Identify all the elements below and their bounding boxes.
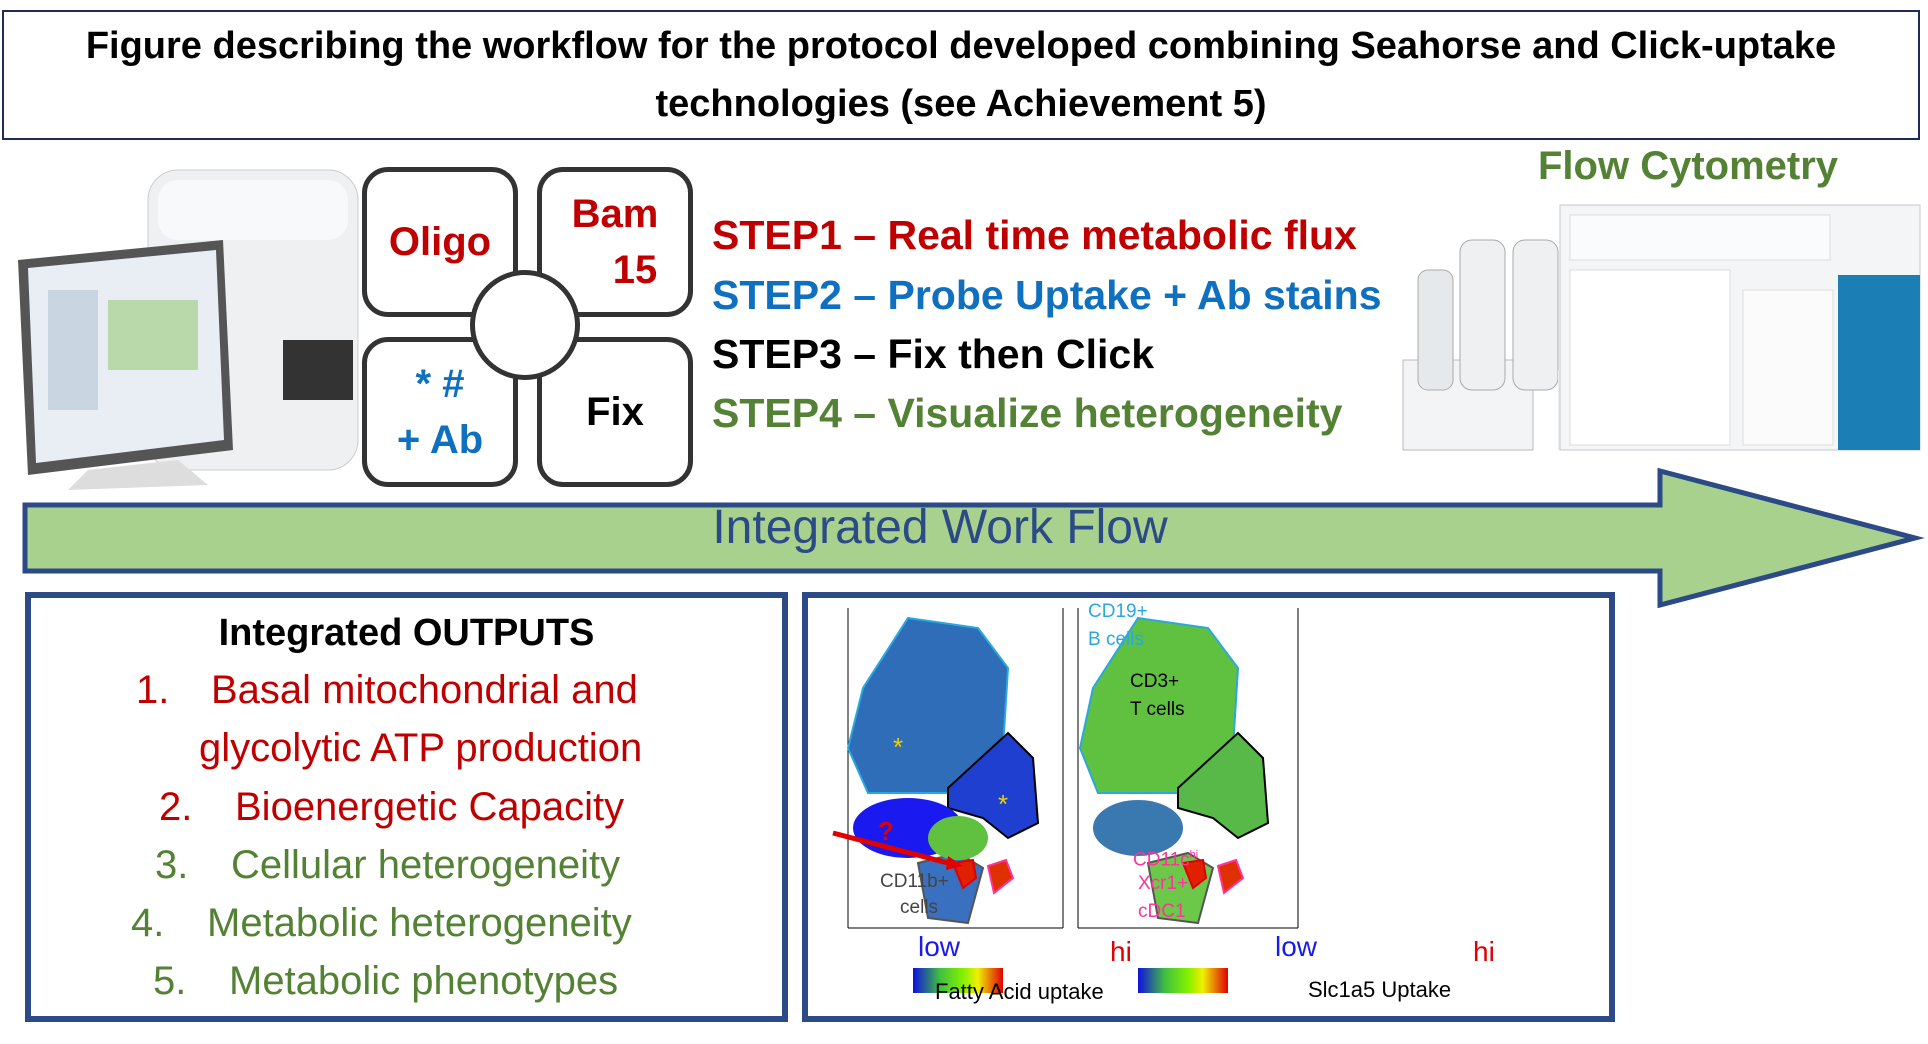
left-hi-label: hi [1110,936,1132,967]
label-xcr1: Xcr1+ [1138,873,1189,894]
right-colorbar [1138,968,1228,993]
figure-title: Figure describing the workflow for the p… [2,10,1920,140]
assay-plate-diagram: Oligo Bam 15 * # + Ab Fix [360,165,695,490]
quad-probe-line1: * # [415,362,465,406]
outputs-heading: Integrated OUTPUTS [218,612,595,654]
svg-text:*: * [893,732,903,762]
output-5-num: 5. [153,959,187,1003]
output-3-label: Cellular heterogeneity [231,843,621,887]
output-4-label: Metabolic heterogeneity [207,901,632,945]
quad-bam15: Bam 15 [537,167,693,317]
label-cd3: CD3+ [1130,671,1180,692]
quad-oligo: Oligo [362,167,518,317]
label-bcells: B cells [1088,629,1144,650]
integrated-outputs-panel: Integrated OUTPUTS 1. Basal mitochondria… [25,592,788,1022]
left-caption: Fatty Acid uptake [935,979,1104,1004]
quad-bam15-line1: Bam [571,192,659,236]
output-2-num: 2. [159,785,193,829]
label-cd11c-text: CD11c [1133,849,1190,871]
label-cd11c-sup: hi [1189,849,1199,861]
output-1-line2: glycolytic ATP production [199,726,643,770]
output-3-num: 3. [155,843,189,887]
output-4-num: 4. [131,901,165,945]
quad-bam15-line2: 15 [612,248,658,292]
tsne-plots-graphic: ** [832,608,1299,993]
quad-fix: Fix [537,337,693,487]
step-1: STEP1 – Real time metabolic flux [712,212,1357,258]
label-cd11c: CD11chi [1133,842,1198,873]
label-tcells: T cells [1130,699,1185,720]
label-question: ? [878,816,894,846]
left-low-label: low [918,931,961,962]
step-3: STEP3 – Fix then Click [712,331,1155,377]
label-cd11b: CD11b+ [880,871,949,892]
quad-probe-line2: + Ab [396,418,484,462]
right-plot [1077,608,1299,929]
right-hi-label: hi [1473,936,1495,967]
output-5-label: Metabolic phenotypes [229,959,619,1003]
workflow-arrow-label: Integrated Work Flow [712,501,1168,554]
step-4: STEP4 – Visualize heterogeneity [712,390,1343,436]
right-low-label: low [1275,931,1318,962]
step-2: STEP2 – Probe Uptake + Ab stains [712,272,1382,318]
flow-cytometry-label: Flow Cytometry [1538,144,1839,188]
left-plot: ** [832,608,1064,929]
seahorse-analyzer-image [18,169,359,490]
label-cd11b-cells: cells [900,897,939,918]
output-1-line1: Basal mitochondrial and [211,668,638,712]
output-2-label: Bioenergetic Capacity [235,785,625,829]
workflow-arrow [22,468,1925,608]
label-cd19: CD19+ [1088,601,1148,622]
left-colorbar [913,968,1003,993]
label-cdc1: cDC1 [1138,901,1186,922]
flow-cytometer-image [1402,204,1921,451]
output-1-num: 1. [136,668,170,712]
right-caption: Slc1a5 Uptake [1308,977,1452,1002]
plate-center-circle [470,270,580,380]
svg-text:*: * [998,789,1008,819]
tsne-plots-panel: ** CD19+ B cells CD3+ T cells ? CD11b+ c… [802,592,1615,1022]
